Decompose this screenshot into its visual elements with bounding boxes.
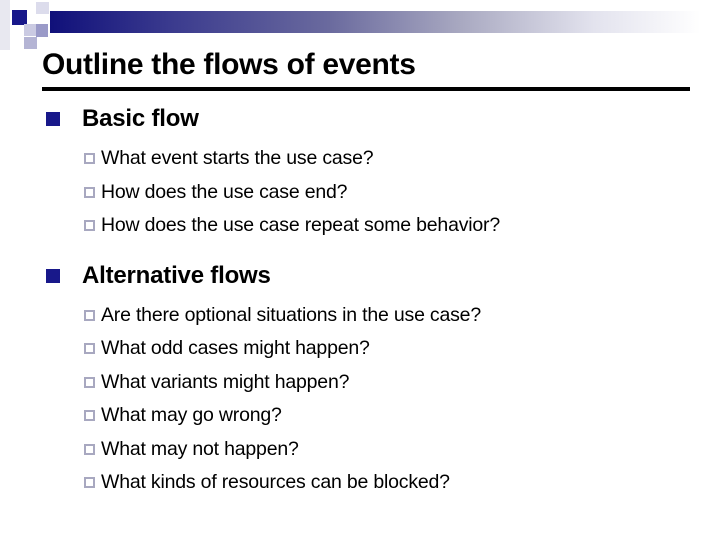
- open-square-bullet-icon: [84, 220, 95, 232]
- open-square-bullet-icon: [84, 477, 95, 489]
- section-alternative-flows: Alternative flows Are there optional sit…: [0, 259, 720, 500]
- section-heading: Alternative flows: [82, 261, 271, 289]
- open-square-bullet-icon: [84, 376, 95, 388]
- list-item: How does the use case end?: [84, 176, 720, 210]
- deco-square-strip: [0, 0, 10, 50]
- list-item: What variants might happen?: [84, 366, 720, 400]
- title-underline: [42, 87, 690, 91]
- heading-row: Alternative flows: [46, 259, 720, 293]
- deco-square-light: [24, 24, 36, 36]
- deco-square-medium-blue: [36, 24, 48, 37]
- open-square-bullet-icon: [84, 410, 95, 422]
- slide-body: Basic flow What event starts the use cas…: [0, 102, 720, 500]
- section-heading: Basic flow: [82, 105, 199, 132]
- open-square-bullet-icon: [84, 153, 95, 165]
- list-item-text: What kinds of resources can be blocked?: [101, 471, 450, 494]
- list-item-text: What may not happen?: [101, 437, 299, 460]
- open-square-bullet-icon: [84, 309, 95, 321]
- slide-header-decoration: [0, 0, 720, 60]
- list-item: Are there optional situations in the use…: [84, 299, 720, 333]
- list-item: What odd cases might happen?: [84, 332, 720, 366]
- heading-row: Basic flow: [46, 102, 720, 136]
- list-item-text: What variants might happen?: [101, 370, 350, 393]
- deco-square-navy: [12, 10, 27, 25]
- slide-title: Outline the flows of events: [42, 48, 416, 81]
- deco-square-medium: [24, 37, 37, 49]
- header-gradient-bar: [50, 11, 714, 33]
- list-item: What kinds of resources can be blocked?: [84, 466, 720, 500]
- list-item-text: What odd cases might happen?: [101, 337, 370, 360]
- open-square-bullet-icon: [84, 343, 95, 355]
- list-item-text: How does the use case end?: [101, 180, 348, 203]
- list-item-text: What event starts the use case?: [101, 147, 374, 170]
- list-item: What may not happen?: [84, 433, 720, 467]
- open-square-bullet-icon: [84, 186, 95, 198]
- list-item: What event starts the use case?: [84, 142, 720, 176]
- filled-square-bullet-icon: [46, 268, 60, 283]
- list-item-text: Are there optional situations in the use…: [101, 303, 481, 326]
- section-basic-flow: Basic flow What event starts the use cas…: [0, 102, 720, 243]
- list-item: What may go wrong?: [84, 399, 720, 433]
- filled-square-bullet-icon: [46, 112, 60, 126]
- open-square-bullet-icon: [84, 443, 95, 455]
- list-item-text: What may go wrong?: [101, 404, 282, 427]
- deco-square-pale: [36, 2, 49, 14]
- list-item: How does the use case repeat some behavi…: [84, 209, 720, 243]
- list-item-text: How does the use case repeat some behavi…: [101, 214, 500, 237]
